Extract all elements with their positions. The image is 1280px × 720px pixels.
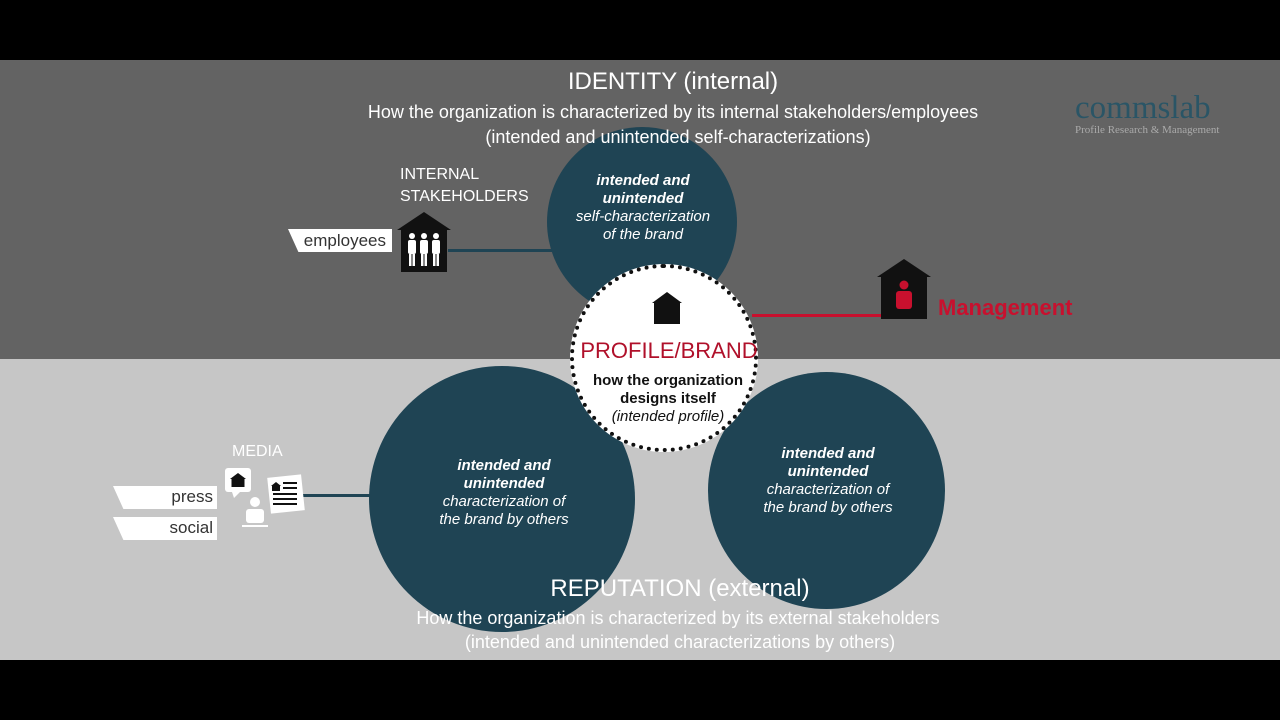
top-letterbox <box>0 0 1280 60</box>
profile-title: PROFILE/BRAND <box>580 338 758 363</box>
profile-line1: how the organization <box>593 372 743 389</box>
management-connector <box>752 314 882 317</box>
identity-title: IDENTITY (internal) <box>567 68 779 95</box>
others-left-line2: unintended <box>463 475 545 492</box>
management-house-icon <box>877 259 931 319</box>
others-right-line2: unintended <box>787 463 869 480</box>
profile-brand-circle <box>570 264 758 452</box>
social-label: social <box>169 518 213 537</box>
employees-house-icon <box>397 212 451 272</box>
management-label: Management <box>938 295 1073 320</box>
profile-line2: designs itself <box>620 390 716 407</box>
commslab-logo: commslab <box>1075 90 1211 127</box>
profile-description: how the organization designs itself (int… <box>593 372 743 426</box>
press-label: press <box>171 487 213 506</box>
others-right-line3: characterization of <box>766 481 890 498</box>
social-tag: social <box>113 517 217 540</box>
media-person-icon <box>225 468 305 527</box>
internal-label-line1: INTERNAL <box>400 166 480 183</box>
house-icon <box>652 292 682 324</box>
profile-line3: (intended profile) <box>611 408 725 425</box>
internal-stakeholders-label: INTERNAL STAKEHOLDERS <box>400 164 529 208</box>
reputation-title: REPUTATION (external) <box>550 575 810 602</box>
others-left-line3: characterization of <box>442 493 566 510</box>
employees-tag: employees <box>288 229 392 252</box>
reputation-description: How the organization is characterized by… <box>416 608 940 628</box>
bottom-letterbox <box>0 660 1280 720</box>
others-characterization-circle-right <box>708 372 945 609</box>
media-label: MEDIA <box>232 443 283 460</box>
others-left-line4: the brand by others <box>439 511 569 528</box>
logo-name: commslab <box>1075 90 1211 126</box>
others-right-line1: intended and <box>781 445 875 462</box>
internal-label-line2: STAKEHOLDERS <box>400 188 529 205</box>
others-left-text: intended and unintended characterization… <box>404 457 604 529</box>
self-circle-line2: unintended <box>602 190 684 207</box>
identity-description: How the organization is characterized by… <box>367 102 979 122</box>
logo-tagline: Profile Research & Management <box>1075 124 1220 136</box>
identity-subdescription: (intended and unintended self-characteri… <box>485 127 871 147</box>
self-circle-line1: intended and <box>596 172 690 189</box>
employees-label: employees <box>303 231 386 250</box>
employees-connector <box>448 249 552 252</box>
others-right-text: intended and unintended characterization… <box>728 445 928 517</box>
reputation-subdescription: (intended and unintended characterizatio… <box>464 632 896 652</box>
press-tag: press <box>113 486 217 509</box>
others-right-line4: the brand by others <box>763 499 893 516</box>
self-circle-line3: self-characterization <box>575 208 711 225</box>
media-connector <box>302 494 374 497</box>
self-circle-text: intended and unintended self-characteriz… <box>547 172 739 244</box>
others-left-line1: intended and <box>457 457 551 474</box>
self-circle-line4: of the brand <box>602 226 684 243</box>
